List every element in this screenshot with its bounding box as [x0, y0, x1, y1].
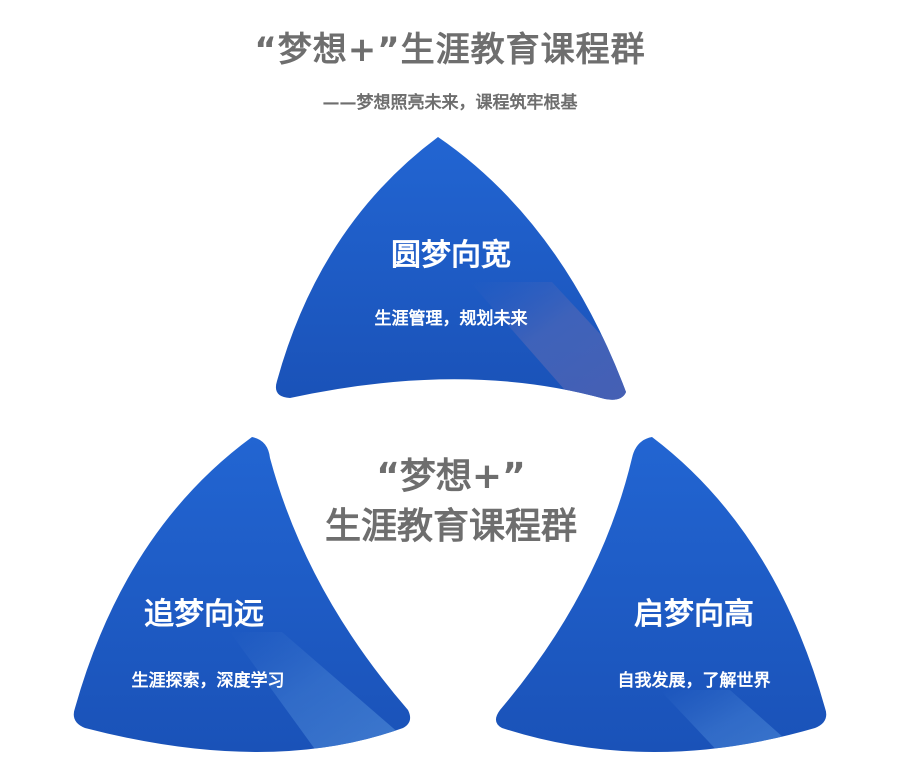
petal-right-shadow	[660, 690, 820, 752]
petal-top: 圆梦向宽 生涯管理，规划未来	[275, 137, 626, 400]
center-title-line1: “梦想+”	[376, 456, 526, 497]
petal-top-title: 圆梦向宽	[391, 238, 511, 273]
petal-left-subtitle: 生涯探索，深度学习	[132, 670, 285, 691]
petal-top-subtitle: 生涯管理，规划未来	[375, 308, 529, 329]
center-title-line2: 生涯教育课程群	[325, 506, 577, 547]
petal-right: 启梦向高 自我发展，了解世界	[495, 437, 827, 752]
petal-right-shape	[495, 437, 827, 752]
petal-right-subtitle: 自我发展，了解世界	[618, 670, 771, 691]
subtitle: ——梦想照亮未来，课程筑牢根基	[322, 93, 578, 113]
main-title: “梦想+”生涯教育课程群	[254, 30, 646, 70]
petal-top-shadow	[470, 282, 626, 400]
petal-left-title: 追梦向远	[144, 597, 264, 632]
petal-right-title: 启梦向高	[634, 597, 754, 632]
